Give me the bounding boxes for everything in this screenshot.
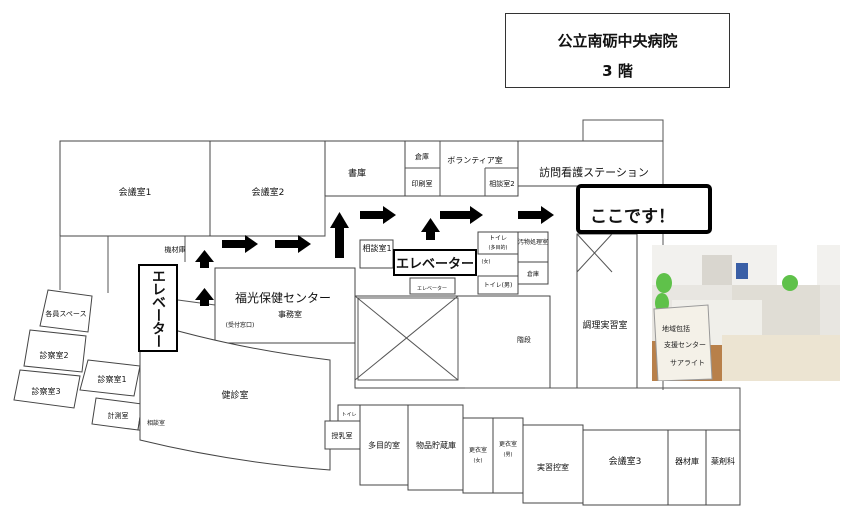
arrow-up-icon	[330, 212, 349, 258]
room-shinsatsu1	[79, 359, 141, 397]
hospital-name: 公立南砺中央病院	[557, 32, 678, 50]
label-chori: 調理実習室	[582, 319, 627, 331]
arrow-right-icon	[275, 235, 311, 253]
label-aidan1: 相談室1	[362, 243, 391, 253]
label-junyu: 授乳室	[332, 431, 353, 440]
room-soko2	[517, 261, 549, 285]
room-osen	[517, 231, 549, 263]
label-jisshu: 実習控室	[537, 462, 569, 472]
title-box: 公立南砺中央病院 3 階	[505, 13, 730, 88]
label-houmon: 訪問看護ステーション	[539, 165, 649, 179]
elevator-label-left: エレベーター	[138, 264, 178, 352]
room-kenshin	[139, 319, 331, 471]
label-ingu: 各員スペース	[45, 309, 86, 318]
sign-board	[653, 304, 713, 381]
label-uketsuke: (受付窓口)	[226, 321, 255, 329]
label-tamokuteki: 多目的室	[368, 440, 400, 450]
room-tamokuteki	[359, 404, 409, 486]
arrow-right-icon	[518, 206, 554, 224]
label-shinsatsu2: 診察室2	[39, 350, 68, 360]
label-toilet-men: トイレ(男)	[484, 282, 513, 289]
room-koui-f	[462, 417, 494, 494]
label-koui-m-sub: (男)	[504, 452, 513, 458]
room-photo: 地域包括 支援センター サアライト	[652, 245, 840, 381]
label-aidan2: 相談室2	[489, 179, 514, 188]
label-koui-f-sub: (女)	[474, 457, 483, 464]
label-kenshin: 健診室	[221, 389, 248, 401]
room-toilet-men	[477, 275, 519, 295]
label-toilet2: トイレ	[341, 412, 356, 418]
room-yakuzai	[705, 429, 741, 506]
arrow-right-icon	[440, 206, 483, 224]
elevator-label-mid: エレベーター	[393, 249, 477, 276]
arrow-up-icon	[195, 250, 214, 268]
you-are-here-marker: ここです！	[576, 184, 712, 234]
label-koui-m: 更衣室	[499, 440, 517, 448]
label-elev-small: エレベーター	[417, 285, 447, 292]
sign-line3: サアライト	[670, 359, 705, 367]
label-keisoku: 計測室	[108, 411, 129, 420]
room-kizai2	[667, 429, 707, 506]
room-shinsatsu2	[23, 329, 87, 373]
label-buppin: 物品貯蔵庫	[416, 440, 456, 450]
label-shoko: 書庫	[348, 167, 366, 179]
arrow-up-icon	[195, 288, 214, 306]
room-kaigi2	[209, 140, 326, 237]
label-insatsu: 印刷室	[412, 179, 433, 188]
label-toilet1: トイレ	[489, 235, 507, 242]
label-kizai2: 器材庫	[675, 456, 699, 466]
chair	[656, 273, 672, 293]
room-jisshu	[522, 424, 584, 504]
room-kaigi1	[59, 140, 211, 237]
label-yakuzai: 薬剤科	[711, 456, 735, 466]
room-houmon	[517, 140, 664, 187]
room-junyu	[324, 420, 361, 450]
arrow-up-icon	[421, 218, 440, 240]
label-soko2: 倉庫	[527, 270, 539, 278]
room-kaigi3	[582, 429, 669, 506]
label-fukko: 福光保健センター	[235, 290, 331, 305]
room-ingu	[39, 289, 93, 333]
label-kaidan: 階段	[517, 335, 531, 344]
room-kaidan	[354, 295, 551, 389]
sign-line1: 地域包括	[662, 324, 690, 333]
label-jimu: 事務室	[278, 309, 302, 319]
room-shoko	[324, 140, 406, 197]
sign-line2: 支援センター	[664, 340, 706, 349]
label-toilet-women: (女)	[482, 258, 491, 265]
label-kaigi3: 会議室3	[609, 455, 642, 467]
room-koui-m	[492, 417, 524, 494]
label-koui-f: 更衣室	[469, 446, 487, 454]
arrow-right-icon	[222, 235, 258, 253]
label-kaigi1: 会議室1	[119, 186, 152, 198]
label-soko: 倉庫	[415, 152, 429, 161]
label-kaigi2: 会議室2	[252, 186, 285, 198]
route-arrows	[195, 206, 554, 306]
label-shinsatsu1: 診察室1	[97, 374, 126, 384]
arrow-right-icon	[360, 206, 396, 224]
room-buppin	[407, 404, 464, 491]
label-osen: 汚物処理室	[518, 238, 548, 246]
floor-number: 3 階	[602, 62, 633, 80]
label-volunteer: ボランティア室	[447, 155, 503, 165]
label-toilet1-sub: (多目的)	[489, 244, 508, 251]
room-chori	[576, 233, 638, 389]
room-aidan1	[359, 239, 394, 269]
label-aidan: 相談室	[147, 419, 165, 427]
room-elev-small	[409, 277, 456, 295]
room-shinsatsu3	[13, 369, 81, 409]
room-fukko-jimu	[214, 267, 356, 344]
chair	[782, 275, 798, 291]
label-kizai: 機材庫	[165, 245, 186, 254]
label-shinsatsu3: 診察室3	[31, 386, 60, 396]
